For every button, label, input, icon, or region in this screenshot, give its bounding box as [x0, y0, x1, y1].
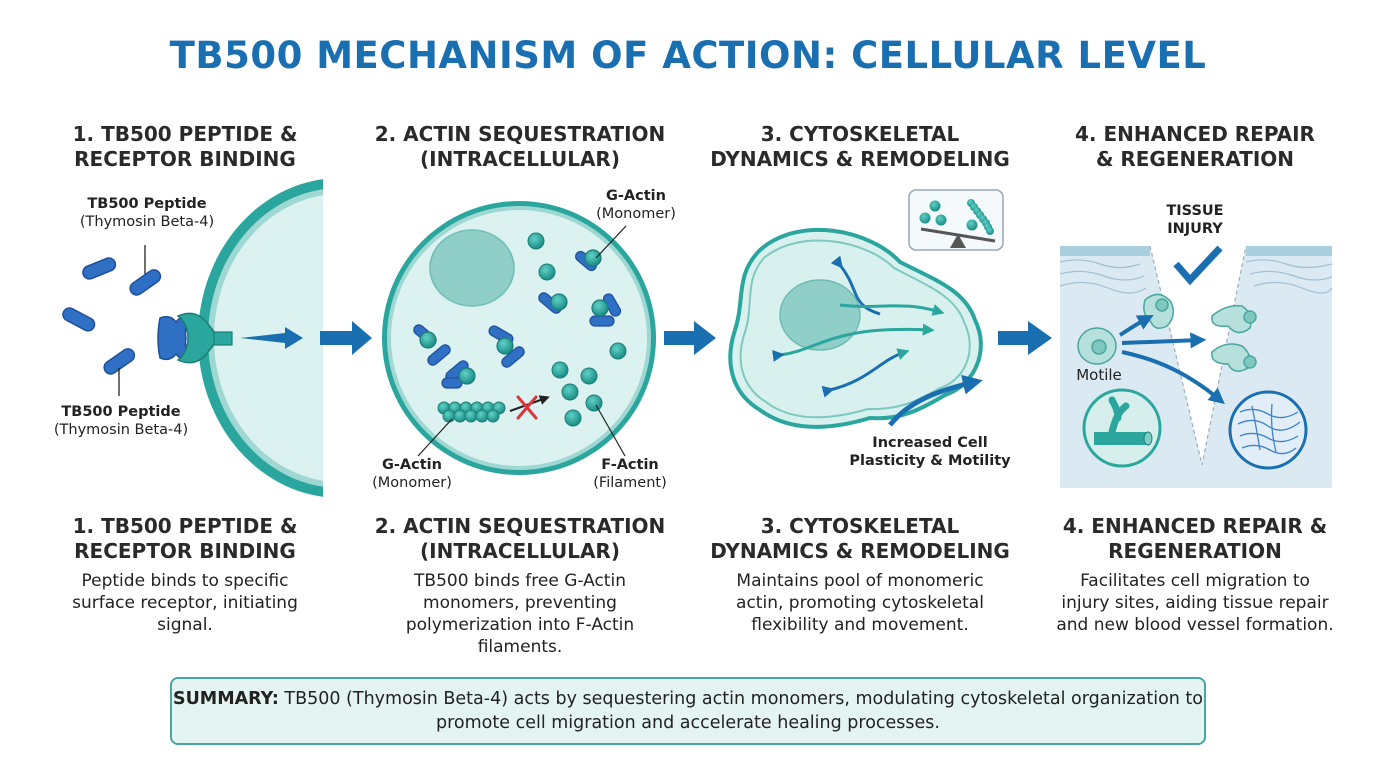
panel-3-heading-line: 3. CYTOSKELETAL — [760, 122, 960, 146]
description-line: filaments. — [477, 637, 563, 657]
tissue-injury-label-line: INJURY — [1167, 221, 1223, 237]
motile-label-text: Motile — [1076, 366, 1122, 384]
migrating-cells — [1077, 293, 1257, 372]
panel-1-heading: 1. TB500 PEPTIDE & RECEPTOR BINDING — [40, 122, 330, 172]
inhibit-x-icon — [516, 395, 538, 420]
receptor — [176, 312, 233, 364]
peptide-label-name: TB500 Peptide — [87, 196, 207, 212]
label-leader-line — [417, 418, 453, 457]
description-line: Maintains pool of monomeric — [736, 571, 984, 591]
f-actin-label-name: F-Actin — [601, 457, 659, 473]
panel-4-heading-line: & REGENERATION — [1095, 147, 1295, 171]
description-line: polymerization into F-Actin — [405, 615, 635, 635]
panel-2-heading-line: 2. ACTIN SEQUESTRATION — [374, 122, 666, 146]
label-leader-line — [595, 225, 627, 259]
g-actin-label-sub: (Monomer) — [372, 475, 452, 491]
caption-heading-line: REGENERATION — [1108, 539, 1282, 563]
flow-arrow-3-4 — [998, 321, 1052, 355]
actin-complexes — [413, 249, 622, 389]
g-actin-label-sub: (Monomer) — [596, 206, 676, 222]
panel-1-heading-line: RECEPTOR BINDING — [74, 147, 296, 171]
description-line: signal. — [157, 615, 213, 635]
summary-text: TB500 (Thymosin Beta-4) acts by sequeste… — [278, 689, 1204, 733]
panel-4-heading: 4. ENHANCED REPAIR & REGENERATION — [1050, 122, 1340, 172]
peptide-label-sub: (Thymosin Beta-4) — [79, 214, 215, 230]
g-actin-label-name: G-Actin — [382, 457, 442, 473]
peptide-label-name: TB500 Peptide — [61, 404, 181, 420]
balance-inset — [908, 189, 1004, 251]
panel-3-heading: 3. CYTOSKELETAL DYNAMICS & REMODELING — [700, 122, 1020, 172]
peptide-rod — [82, 257, 117, 280]
panel-3-description: Maintains pool of monomeric actin, promo… — [705, 570, 1015, 636]
tissue-injury-label-line: TISSUE — [1166, 203, 1224, 219]
description-line: Facilitates cell migration to — [1080, 571, 1310, 591]
signal-arrow — [240, 327, 303, 349]
peptide-rod — [62, 307, 96, 332]
g-actin-label-name: G-Actin — [606, 188, 666, 204]
plasticity-label-line: Plasticity & Motility — [849, 453, 1011, 469]
caption-heading-line: 4. ENHANCED REPAIR & — [1062, 514, 1328, 538]
motile-label: Motile — [1064, 366, 1134, 384]
tb500-peptides — [62, 257, 162, 375]
caption-heading-line: 2. ACTIN SEQUESTRATION — [374, 514, 666, 538]
panel-1-description: Peptide binds to specific surface recept… — [40, 570, 330, 636]
panel-2-heading: 2. ACTIN SEQUESTRATION (INTRACELLULAR) — [360, 122, 680, 172]
nucleus — [779, 279, 861, 351]
peptide-rod — [103, 348, 136, 375]
peptide-rod — [129, 269, 162, 296]
peptide-label-bottom: TB500 Peptide (Thymosin Beta-4) — [36, 403, 206, 439]
description-line: Peptide binds to specific — [81, 571, 289, 591]
f-actin-filament — [437, 401, 506, 423]
panel-2-description: TB500 binds free G-Actin monomers, preve… — [370, 570, 670, 658]
caption-heading-line: DYNAMICS & REMODELING — [710, 539, 1010, 563]
description-line: injury sites, aiding tissue repair — [1061, 593, 1329, 613]
collagen-matrix-icon — [1228, 390, 1308, 470]
plasticity-label: Increased Cell Plasticity & Motility — [840, 434, 1020, 470]
description-line: flexibility and movement. — [751, 615, 969, 635]
caption-heading-line: 3. CYTOSKELETAL — [760, 514, 960, 538]
panel-1-heading-line: 1. TB500 PEPTIDE & — [72, 122, 298, 146]
f-actin-label-sub: (Filament) — [593, 475, 667, 491]
peptide-label-sub: (Thymosin Beta-4) — [53, 422, 189, 438]
peptide-label-top: TB500 Peptide (Thymosin Beta-4) — [62, 195, 232, 231]
checkmark-icon — [1173, 245, 1223, 286]
panel-4-caption-heading: 4. ENHANCED REPAIR & REGENERATION — [1045, 514, 1345, 564]
nucleus — [429, 229, 515, 307]
summary-box: SUMMARY: TB500 (Thymosin Beta-4) acts by… — [170, 677, 1206, 745]
panel-2-caption-heading: 2. ACTIN SEQUESTRATION (INTRACELLULAR) — [360, 514, 680, 564]
motility-arrow — [888, 374, 983, 427]
g-actin-label-top: G-Actin (Monomer) — [586, 187, 686, 223]
description-line: actin, promoting cytoskeletal — [736, 593, 984, 613]
label-leader-line — [595, 404, 626, 457]
description-line: TB500 binds free G-Actin — [414, 571, 626, 591]
panel-1-caption-heading: 1. TB500 PEPTIDE & RECEPTOR BINDING — [40, 514, 330, 564]
caption-heading-line: 1. TB500 PEPTIDE & — [72, 514, 298, 538]
summary-label: SUMMARY: — [172, 689, 279, 709]
caption-heading-line: RECEPTOR BINDING — [74, 539, 296, 563]
page-title: TB500 MECHANISM OF ACTION: CELLULAR LEVE… — [169, 34, 1207, 77]
g-actin-label-bottom: G-Actin (Monomer) — [362, 456, 462, 492]
description-line: monomers, preventing — [423, 593, 617, 613]
panel-3-heading-line: DYNAMICS & REMODELING — [710, 147, 1010, 171]
description-line: and new blood vessel formation. — [1056, 615, 1334, 635]
f-actin-label: F-Actin (Filament) — [580, 456, 680, 492]
blood-vessel-icon — [1082, 388, 1162, 468]
caption-heading-line: (INTRACELLULAR) — [420, 539, 620, 563]
migration-arrows — [1118, 314, 1225, 405]
flow-arrow-2-3 — [664, 321, 716, 355]
description-line: surface receptor, initiating — [72, 593, 298, 613]
panel-4-description: Facilitates cell migration to injury sit… — [1040, 570, 1350, 636]
panel-2-heading-line: (INTRACELLULAR) — [420, 147, 620, 171]
flow-arrow-1-2 — [320, 321, 372, 355]
plasticity-label-line: Increased Cell — [872, 435, 988, 451]
free-g-actin-monomers — [527, 232, 627, 427]
panel-4-heading-line: 4. ENHANCED REPAIR — [1075, 122, 1315, 146]
panel-3-caption-heading: 3. CYTOSKELETAL DYNAMICS & REMODELING — [700, 514, 1020, 564]
tissue-injury-label: TISSUE INJURY — [1150, 202, 1240, 238]
motile-cell — [728, 227, 983, 429]
